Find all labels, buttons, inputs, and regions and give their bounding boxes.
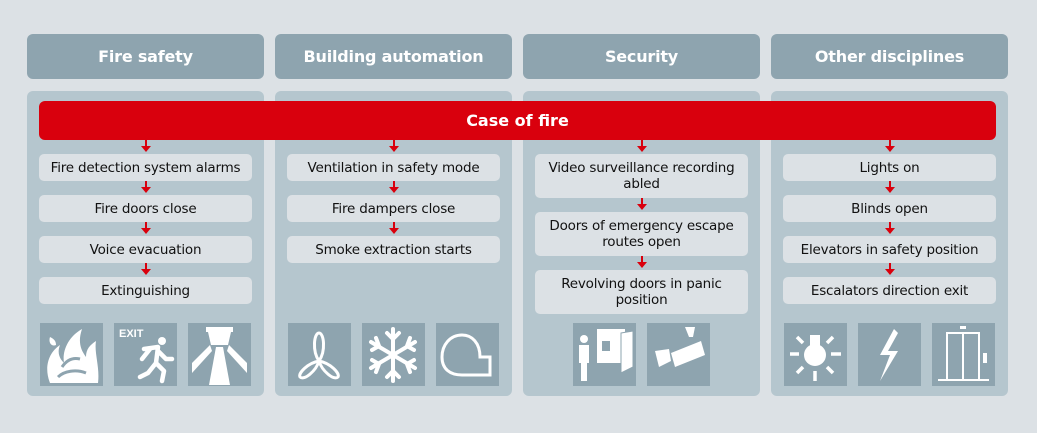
step-item: Voice evacuation (39, 236, 252, 263)
header-building-automation: Building automation (275, 34, 512, 79)
header-fire-safety: Fire safety (27, 34, 264, 79)
arrow-icon (39, 140, 252, 154)
light-bulb-icon (784, 323, 847, 386)
step-item: Doors of emergency escape routes open (535, 212, 748, 256)
step-item: Revolving doors in panic position (535, 270, 748, 314)
arrow-icon (287, 222, 500, 236)
step-item: Escalators direction exit (783, 277, 996, 304)
fire-icon (40, 323, 103, 386)
arrow-icon (287, 181, 500, 195)
lightning-icon (858, 323, 921, 386)
arrow-icon (783, 181, 996, 195)
step-item: Smoke extraction starts (287, 236, 500, 263)
arrow-icon (535, 198, 748, 212)
header-other-disciplines: Other disciplines (771, 34, 1008, 79)
fan-icon (288, 323, 351, 386)
elevator-icon (932, 323, 995, 386)
arrow-icon (783, 222, 996, 236)
arrow-icon (783, 140, 996, 154)
step-item: Extinguishing (39, 277, 252, 304)
panel-building-automation: Ventilation in safety mode Fire dampers … (275, 91, 512, 396)
header-security: Security (523, 34, 760, 79)
panel-other-disciplines: Lights on Blinds open Elevators in safet… (771, 91, 1008, 396)
step-item: Elevators in safety position (783, 236, 996, 263)
panel-security: Video surveillance recording abled Doors… (523, 91, 760, 396)
arrow-icon (39, 181, 252, 195)
damper-duct-icon (436, 323, 499, 386)
exit-running-man-icon: EXIT (114, 323, 177, 386)
snowflake-icon (362, 323, 425, 386)
access-control-door-icon (573, 323, 636, 386)
step-item: Lights on (783, 154, 996, 181)
panel-fire-safety: Fire detection system alarms Fire doors … (27, 91, 264, 396)
arrow-icon (287, 140, 500, 154)
arrow-icon (39, 222, 252, 236)
arrow-icon (783, 263, 996, 277)
step-item: Fire doors close (39, 195, 252, 222)
exit-label: EXIT (119, 328, 144, 340)
step-item: Ventilation in safety mode (287, 154, 500, 181)
arrow-icon (535, 140, 748, 154)
case-of-fire-banner: Case of fire (39, 101, 996, 140)
step-item: Video surveillance recording abled (535, 154, 748, 198)
smoke-detector-icon (188, 323, 251, 386)
arrow-icon (39, 263, 252, 277)
step-item: Fire detection system alarms (39, 154, 252, 181)
arrow-icon (535, 256, 748, 270)
surveillance-camera-icon (647, 323, 710, 386)
step-item: Blinds open (783, 195, 996, 222)
step-item: Fire dampers close (287, 195, 500, 222)
